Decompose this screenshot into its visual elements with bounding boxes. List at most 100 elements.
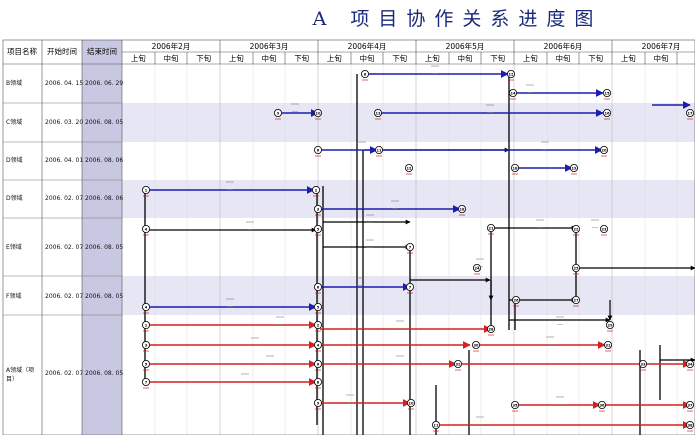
event-node-number: 36 <box>599 403 605 407</box>
event-node-number: 14 <box>510 91 516 95</box>
event-node-number: 22 <box>573 227 579 231</box>
row-dividers <box>3 102 122 316</box>
event-node-number: 31 <box>605 343 611 347</box>
event-node-number: 3 <box>145 343 148 347</box>
event-node-number: 9 <box>317 401 320 405</box>
event-node <box>141 185 150 194</box>
row-name: E领域 <box>6 243 22 251</box>
event-node-number: 18 <box>512 166 518 170</box>
event-node-number: 12 <box>508 72 514 76</box>
event-node <box>600 145 609 154</box>
event-node-number: 5 <box>317 227 320 231</box>
period-label: 上旬 <box>621 53 636 63</box>
event-node-number: 11 <box>433 423 439 427</box>
row-end: 2006. 06. 29 <box>85 80 123 87</box>
period-label: 下旬 <box>588 53 603 63</box>
event-node-number: 4 <box>145 227 148 231</box>
row-name: D领域 <box>6 156 23 164</box>
row-start: 2006. 02. 07 <box>45 244 83 251</box>
event-node <box>360 70 369 79</box>
event-node-number: 7 <box>145 380 148 384</box>
event-node <box>639 359 648 368</box>
table-header <box>2 39 695 435</box>
event-node <box>686 359 695 368</box>
period-label: 下旬 <box>392 53 407 63</box>
period-label: 中旬 <box>360 53 375 63</box>
event-node-number: 6 <box>317 148 320 152</box>
event-node <box>686 420 695 429</box>
event-node-number: 10 <box>408 401 414 405</box>
event-node <box>510 163 519 172</box>
month-label: 2006年5月 <box>446 41 485 51</box>
row-start: 2006. 02. 07 <box>45 370 83 377</box>
event-node-number: 6 <box>317 285 320 289</box>
row-name: C领域 <box>6 118 22 126</box>
event-node-number: 9 <box>277 111 280 115</box>
row-end: 2006. 08. 06 <box>85 157 123 164</box>
event-node-number: 23 <box>601 227 607 231</box>
event-node <box>405 242 414 251</box>
row-c: C领域 2006. 03. 20 2006. 08. 05 <box>6 118 123 126</box>
row-end: 2006. 08. 06 <box>85 195 123 202</box>
event-node <box>141 377 150 386</box>
event-node-number: 17 <box>687 111 693 115</box>
event-node <box>603 109 612 118</box>
row-start: 2006. 02. 07 <box>45 293 83 300</box>
period-label: 中旬 <box>164 53 179 63</box>
event-node-number: 2 <box>317 323 320 327</box>
period-label: 下旬 <box>196 53 211 63</box>
month-label: 2006年2月 <box>152 41 191 51</box>
event-node-number: 5 <box>145 362 148 366</box>
event-node-number: 1 <box>145 188 148 192</box>
event-node <box>313 377 322 386</box>
event-node <box>510 400 519 409</box>
event-node-number: 7 <box>409 245 412 249</box>
event-node <box>405 282 414 291</box>
event-node <box>453 359 462 368</box>
event-node-number: 28 <box>488 327 494 331</box>
row-name: F领域 <box>6 292 21 300</box>
event-node <box>313 109 322 118</box>
row-e: E领域 2006. 02. 07 2006. 08. 05 <box>6 243 123 251</box>
event-node <box>273 109 282 118</box>
event-node-number: 16 <box>604 111 610 115</box>
row-name-cont: 目） <box>6 376 18 383</box>
row-end: 2006. 08. 05 <box>85 244 123 251</box>
page-title: A 项目协作关系进度图 <box>312 8 603 30</box>
period-label: 下旬 <box>294 53 309 63</box>
row-name: A领域（项 <box>6 366 34 374</box>
event-node <box>313 204 322 213</box>
row-name: D领域 <box>6 194 23 202</box>
event-node <box>570 163 579 172</box>
event-node-number: 25 <box>573 266 579 270</box>
event-node <box>572 295 581 304</box>
col-header-end: 结束时间 <box>87 46 117 56</box>
event-node <box>508 89 517 98</box>
month-label: 2006年6月 <box>544 41 583 51</box>
event-node <box>313 320 322 329</box>
event-node-number: 35 <box>512 403 518 407</box>
event-node-number: 8 <box>317 380 320 384</box>
row-end: 2006. 08. 05 <box>85 370 123 377</box>
event-node <box>313 282 322 291</box>
event-node-number: 20 <box>601 148 607 152</box>
row-d2: D领域 2006. 02. 07 2006. 08. 06 <box>6 194 123 202</box>
event-node <box>572 224 581 233</box>
event-node <box>374 145 383 154</box>
row-start: 2006. 03. 20 <box>45 119 83 126</box>
event-node-number: 33 <box>640 362 646 366</box>
grid-lines <box>154 64 678 435</box>
event-node <box>431 420 440 429</box>
event-node-number: 15 <box>604 91 610 95</box>
event-node-number: 8 <box>364 72 367 76</box>
event-node <box>406 398 415 407</box>
period-label: 下旬 <box>490 53 505 63</box>
period-label: 上旬 <box>425 53 440 63</box>
col-header-name: 项目名称 <box>7 46 37 56</box>
event-node-number: 27 <box>573 298 579 302</box>
period-label: 上旬 <box>229 53 244 63</box>
event-node <box>313 359 322 368</box>
month-label: 2006年4月 <box>348 41 387 51</box>
col-header-start: 开始时间 <box>47 46 77 56</box>
